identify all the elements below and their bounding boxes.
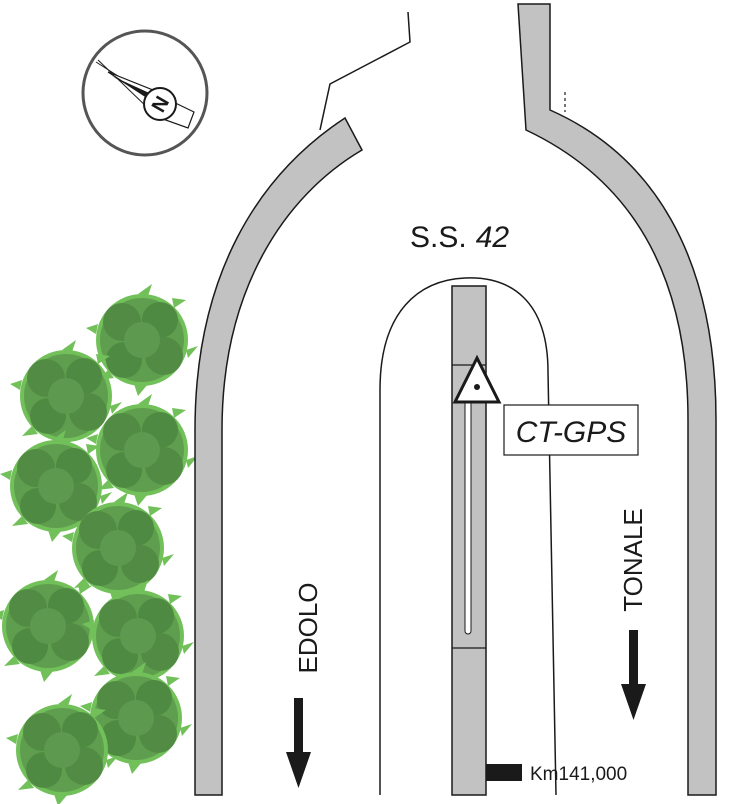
direction-label-tonale: TONALE — [618, 508, 648, 612]
left-road-wall — [194, 116, 363, 796]
compass-icon: N — [81, 29, 209, 157]
tree-cluster — [0, 284, 198, 804]
station-label-box — [503, 404, 639, 456]
arrow-down-icon — [621, 630, 646, 720]
station-label: CT-GPS — [516, 416, 627, 449]
km-marker-label: Km141,000 — [530, 764, 627, 785]
direction-label-edolo: EDOLO — [293, 582, 323, 673]
triangle-benchmark-icon — [452, 354, 502, 404]
road-name: S.S.42 — [410, 221, 509, 254]
inner-loop — [379, 277, 557, 796]
right-road-wall — [517, 3, 717, 796]
arrow-down-icon — [286, 698, 311, 788]
boundary-line — [319, 11, 411, 131]
km-marker-bar — [486, 764, 522, 781]
pipe — [464, 399, 472, 635]
tree-icon — [6, 694, 118, 804]
